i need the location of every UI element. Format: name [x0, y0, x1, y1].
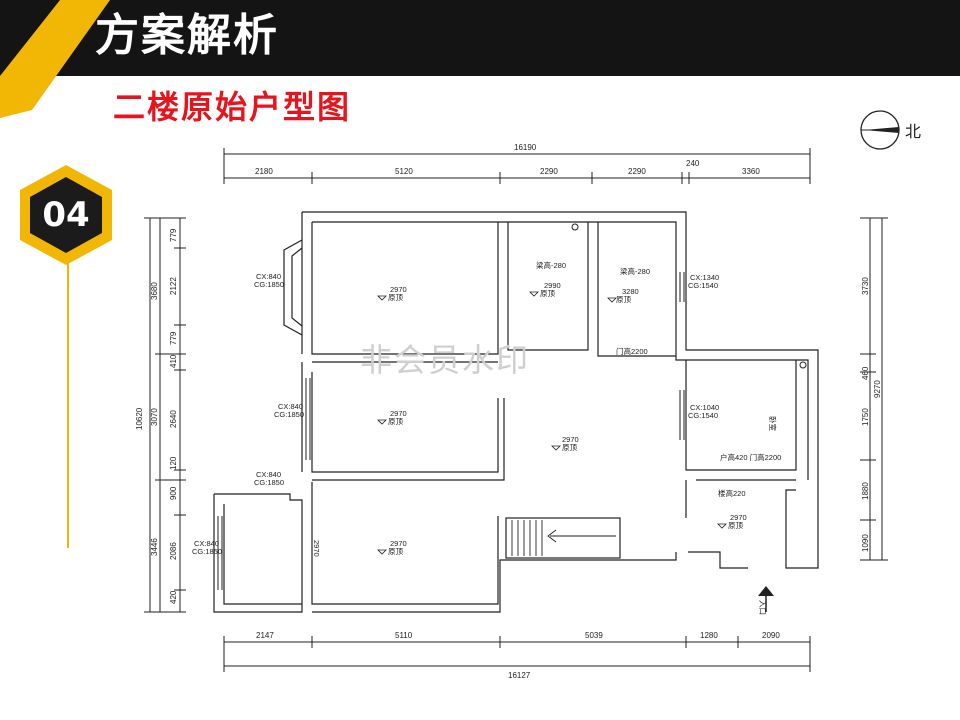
dim-left-1: 3680 [150, 282, 159, 300]
section-number: 04 [42, 195, 90, 235]
room-ceiling-label-2: 原顶 [388, 417, 403, 426]
win-cx-6: CX:840 [194, 539, 219, 548]
win-cx-3: CX:1040 [690, 403, 719, 412]
dim-left-i1: 779 [169, 228, 178, 242]
gap-door-label: 户高420 门高2200 [720, 452, 781, 462]
dim-left-i6: 120 [169, 456, 178, 470]
dim-left-total: 10620 [135, 407, 144, 430]
room-ceiling-5: 2970 [730, 513, 747, 522]
dim-right-4: 1090 [861, 534, 870, 552]
room-ceiling-label-1: 原顶 [388, 293, 403, 302]
column-note: 2970 [312, 540, 321, 557]
room-ceiling-a: 2990 [544, 281, 561, 290]
accent-line [67, 262, 69, 548]
win-cx-4: CX:840 [278, 402, 303, 411]
header-accent [0, 0, 110, 118]
room-ceiling-3: 2970 [562, 435, 579, 444]
entrance-label: 入口 [758, 600, 767, 615]
header-bar [0, 0, 960, 76]
dim-right-total: 9270 [873, 380, 882, 398]
watermark: 非会员水印 [360, 341, 531, 379]
section-badge-hexagon [20, 165, 112, 265]
room-ceiling-2: 2970 [390, 409, 407, 418]
dim-top-5: 240 [686, 159, 700, 168]
room-ceiling-1: 2970 [390, 285, 407, 294]
dim-right-1: 3730 [861, 277, 870, 295]
win-cg-6: CG:1850 [192, 547, 222, 556]
win-cg-3: CG:1540 [688, 411, 718, 420]
dim-top-1: 2180 [255, 167, 273, 176]
win-cx-1: CX:840 [256, 272, 281, 281]
dim-top-total: 16190 [514, 143, 537, 152]
stair-beam-label: 楼高220 [718, 488, 746, 498]
dim-right-2: 1750 [861, 408, 870, 426]
compass-icon [860, 110, 900, 150]
dim-top-6: 3360 [742, 167, 760, 176]
dim-bottom-5: 2090 [762, 631, 780, 640]
room-ceiling-b: 3280 [622, 287, 639, 296]
win-cg-5: CG:1850 [254, 478, 284, 487]
dim-left-i8: 2086 [169, 542, 178, 560]
dim-bottom-3: 5039 [585, 631, 603, 640]
dim-left-2: 3070 [150, 408, 159, 426]
page-title: 方案解析 [95, 10, 279, 61]
win-cg-1: CG:1850 [254, 280, 284, 289]
win-cx-2: CX:1340 [690, 273, 719, 282]
room-ceiling-label-b: 原顶 [616, 295, 631, 304]
room-ceiling-4: 2970 [390, 539, 407, 548]
room-beam-a: 梁高-280 [536, 260, 566, 270]
dim-bottom-total: 16127 [508, 671, 531, 680]
dim-left-i2: 2122 [169, 277, 178, 295]
dim-left-i9: 420 [169, 590, 178, 604]
side-room-label: 卧室 [768, 416, 778, 431]
dim-bottom-2: 5110 [395, 631, 413, 640]
dim-left-3: 3446 [150, 538, 159, 556]
dim-top-4: 2290 [628, 167, 646, 176]
dim-right-3: 1880 [861, 482, 870, 500]
dim-left-i4: 410 [169, 354, 178, 368]
slide-subtitle: 二楼原始户型图 [113, 88, 352, 126]
room-ceiling-label-5: 原顶 [728, 521, 743, 530]
dim-left-i3: 779 [169, 331, 178, 345]
room-ceiling-label-a: 原顶 [540, 289, 555, 298]
door-height: 门高2200 [616, 346, 648, 356]
dim-left-i5: 2640 [169, 410, 178, 428]
dim-bottom-1: 2147 [256, 631, 274, 640]
win-cg-4: CG:1850 [274, 410, 304, 419]
dim-top-3: 2290 [540, 167, 558, 176]
dim-left-i7: 900 [169, 486, 178, 500]
dim-right-5: 460 [861, 366, 870, 380]
win-cx-5: CX:840 [256, 470, 281, 479]
dim-bottom-4: 1280 [700, 631, 718, 640]
room-beam-b: 梁高-280 [620, 266, 650, 276]
north-label: 北 [905, 122, 922, 141]
dim-top-2: 5120 [395, 167, 413, 176]
entrance-arrow-icon [758, 586, 774, 596]
room-ceiling-label-4: 原顶 [388, 547, 403, 556]
room-ceiling-label-3: 原顶 [562, 443, 577, 452]
win-cg-2: CG:1540 [688, 281, 718, 290]
